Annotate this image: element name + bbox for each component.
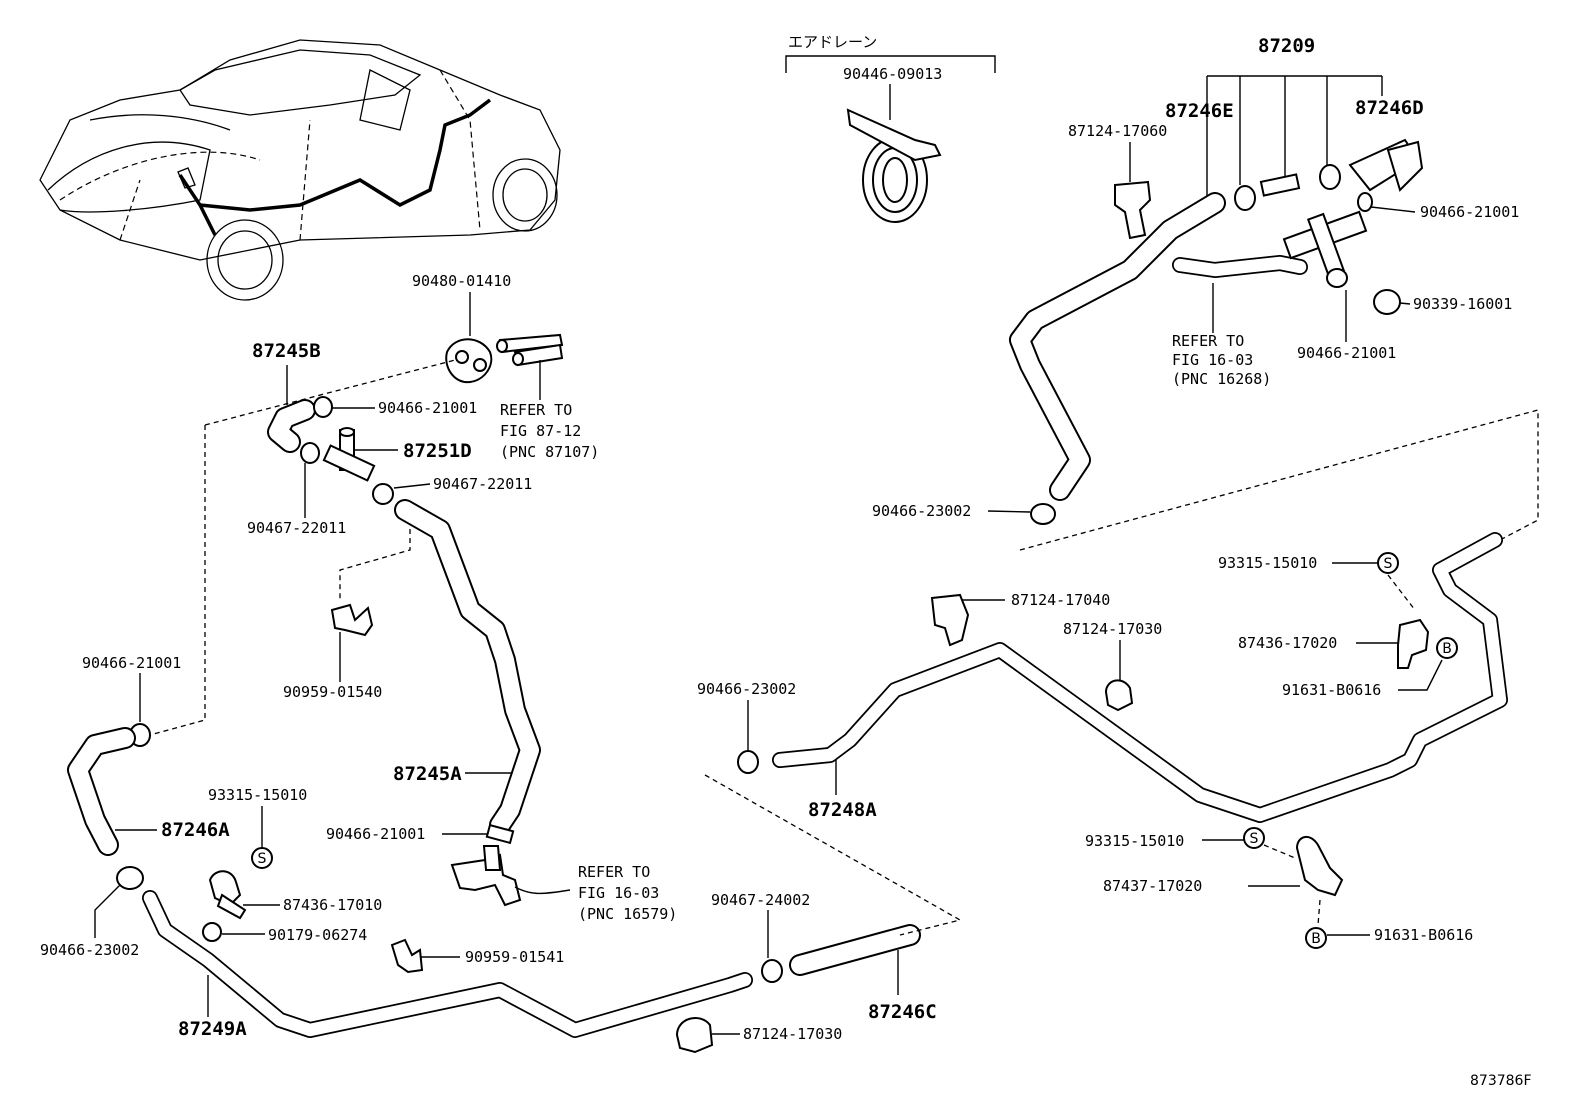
ref-16-03-a-line3: (PNC 16268)	[1172, 370, 1271, 388]
ref-16-03-a-line2: FIG 16-03	[1172, 351, 1253, 369]
label-87248A: 87248A	[808, 799, 877, 821]
label-87436-17020: 87436-17020	[1238, 634, 1337, 652]
figure-code: 873786F	[1470, 1073, 1532, 1089]
right-center-group: 87124-17040 87124-17030 90466-23002 8724…	[697, 532, 1508, 949]
ref-16-03-a-line1: REFER TO	[1172, 332, 1244, 350]
air-drain-heading: エアドレーン	[788, 33, 877, 51]
label-93315-15010-b: 93315-15010	[1085, 832, 1184, 850]
label-90466-21001-tr2: 90466-21001	[1297, 344, 1396, 362]
label-87436-17010: 87436-17010	[283, 896, 382, 914]
label-87209: 87209	[1258, 35, 1315, 57]
ref-87-12-line3: (PNC 87107)	[500, 443, 599, 461]
symbol-s-b: S	[1250, 831, 1259, 847]
air-drain-hose-clip	[846, 108, 942, 223]
label-91631-B0616-r: 91631-B0616	[1282, 681, 1381, 699]
ref-16-03-b-line3: (PNC 16579)	[578, 905, 677, 923]
label-90466-21001-l: 90466-21001	[82, 654, 181, 672]
ref-16-03-b-line1: REFER TO	[578, 863, 650, 881]
label-87246D: 87246D	[1355, 97, 1424, 119]
label-87124-17040: 87124-17040	[1011, 591, 1110, 609]
label-87437-17020: 87437-17020	[1103, 877, 1202, 895]
label-90959-01541: 90959-01541	[465, 948, 564, 966]
label-87246A: 87246A	[161, 819, 230, 841]
label-90959-01540: 90959-01540	[283, 683, 382, 701]
label-87249A: 87249A	[178, 1018, 247, 1040]
label-87246C: 87246C	[868, 1001, 937, 1023]
label-87245B: 87245B	[252, 340, 321, 362]
label-90446-09013: 90446-09013	[843, 65, 942, 83]
label-90467-24002: 90467-24002	[711, 891, 810, 909]
label-87251D: 87251D	[403, 440, 472, 462]
label-91631-B0616-b: 91631-B0616	[1374, 926, 1473, 944]
label-90339-16001: 90339-16001	[1413, 295, 1512, 313]
symbol-b-b: B	[1311, 931, 1321, 947]
label-87124-17030-m: 87124-17030	[1063, 620, 1162, 638]
label-93315-15010-r: 93315-15010	[1218, 554, 1317, 572]
air-drain-group: エアドレーン 90446-09013	[785, 33, 996, 223]
label-87245A: 87245A	[393, 763, 462, 785]
symbol-s-r: S	[1384, 556, 1393, 572]
top-right-hose-group: 87209 87246E 87246D 87124-17060 90466-21…	[872, 35, 1539, 551]
ref-87-12-line1: REFER TO	[500, 401, 572, 419]
label-90466-21001-b: 90466-21001	[378, 399, 477, 417]
label-87246E: 87246E	[1165, 100, 1234, 122]
left-group: 90466-21001 87246A 90466-23002 93315-150…	[40, 654, 962, 1054]
center-left-group: 90480-01410 REFER TO FIG 87-12 (PNC 8710…	[149, 272, 677, 923]
ref-87-12-line2: FIG 87-12	[500, 422, 581, 440]
label-90466-21001-tr: 90466-21001	[1420, 203, 1519, 221]
label-90466-23002-l: 90466-23002	[40, 941, 139, 959]
label-90466-23002-mid: 90466-23002	[872, 502, 971, 520]
label-90466-21001-c: 90466-21001	[326, 825, 425, 843]
label-90466-23002-r: 90466-23002	[697, 680, 796, 698]
label-87124-17030-b: 87124-17030	[743, 1025, 842, 1043]
ref-16-03-b-line2: FIG 16-03	[578, 884, 659, 902]
label-87124-17060: 87124-17060	[1068, 122, 1167, 140]
label-90179-06274: 90179-06274	[268, 926, 367, 944]
label-90467-22011-l: 90467-22011	[247, 519, 346, 537]
symbol-s-l: S	[258, 851, 267, 867]
symbol-b-r: B	[1442, 641, 1452, 657]
label-93315-15010-l: 93315-15010	[208, 786, 307, 804]
car-illustration	[39, 39, 561, 301]
label-90480-01410: 90480-01410	[412, 272, 511, 290]
label-90467-22011-r: 90467-22011	[433, 475, 532, 493]
